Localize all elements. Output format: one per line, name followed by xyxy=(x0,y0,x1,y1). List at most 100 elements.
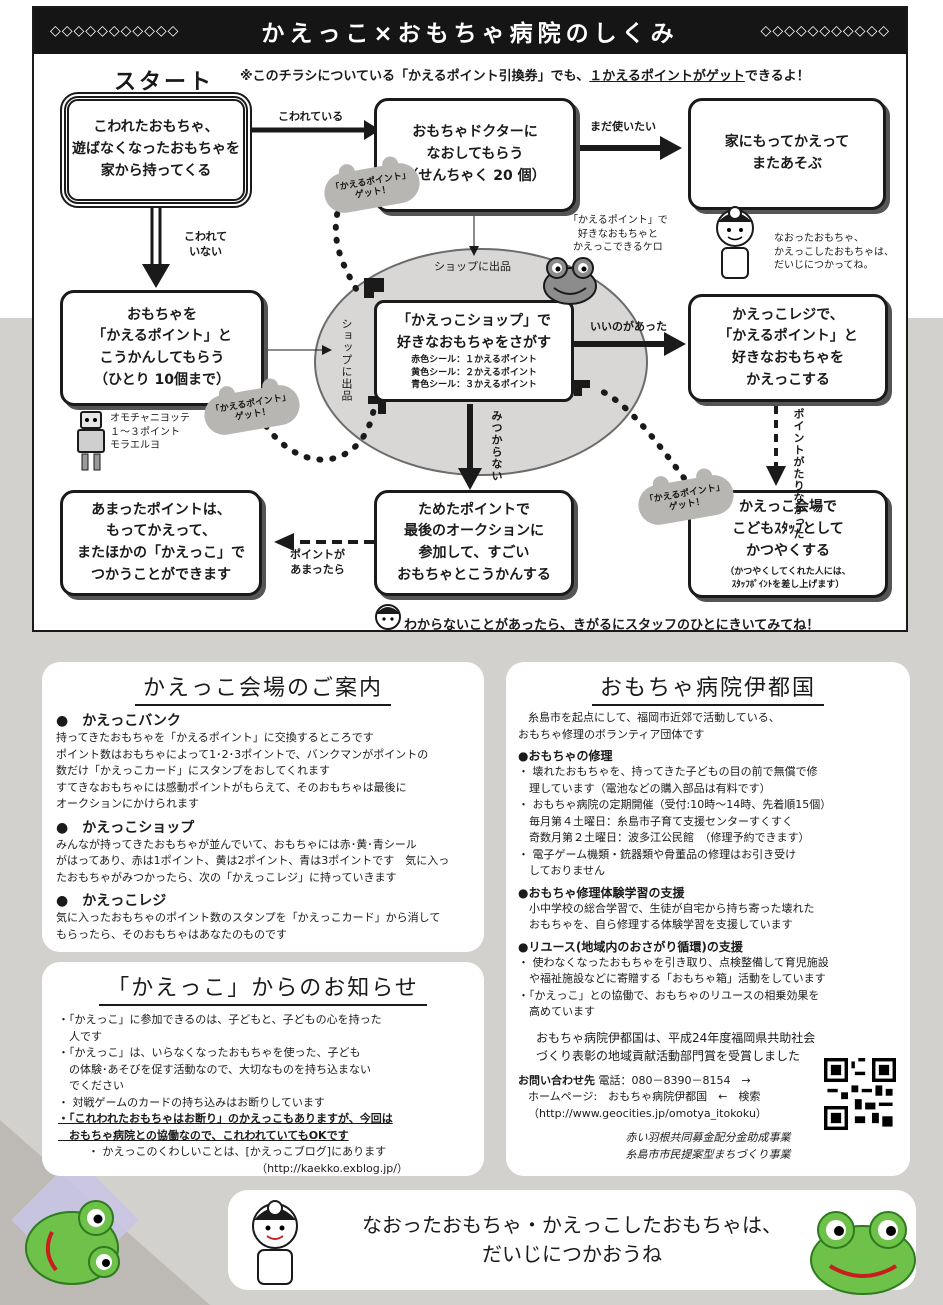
notice-text: ※このチラシについている「かえるポイント引換券」でも、 xyxy=(240,69,590,84)
reuse-line-1: ・ 使わなくなったおもちゃを引き取り、点検整備して育児施設 xyxy=(518,955,829,969)
bank-line-5: オークションにかけられます xyxy=(56,797,199,810)
doctor-note: なおったおもちゃ、 かえっこしたおもちゃは、 だいじにつかってね。 xyxy=(774,232,894,273)
step2-line2: なおしてもらう xyxy=(426,146,524,163)
shop-line-2: がはってあり、赤は1ポイント、黄は2ポイント、青は3ポイントです 気に入っ xyxy=(56,854,450,867)
step8-line3: 参加して、すごい xyxy=(418,545,530,561)
robot-note: オモチャニヨッテ １～３ポイント モラエルヨ xyxy=(110,412,190,453)
label-still-use: まだ使いたい xyxy=(590,120,656,133)
shop-heading: ● かえっこショップ xyxy=(56,819,195,836)
frog-mascot-icon xyxy=(543,257,597,305)
flow-title: かえっこ×おもちゃ病院のしくみ xyxy=(261,21,679,47)
notice-line-1: ・「かえっこ」に参加できるのは、子どもと、子どもの心を持った xyxy=(58,1013,382,1026)
step2-line3: （せんちゃく 20 個） xyxy=(404,167,546,184)
label-leftover: ポイントが あまったら xyxy=(290,548,345,578)
notice-end: できるよ！ xyxy=(744,69,810,84)
flow-header: ◇◇◇◇◇◇◇◇◇◇◇ かえっこ×おもちゃ病院のしくみ ◇◇◇◇◇◇◇◇◇◇◇ xyxy=(34,8,906,54)
header-deco-left: ◇◇◇◇◇◇◇◇◇◇◇ xyxy=(50,23,180,39)
step4-line4: （ひとり 10個まで） xyxy=(94,371,230,388)
flow-step-take-home: 家にもってかえって またあそぶ xyxy=(688,98,886,210)
funding-2: 糸島市市民提案型まちづくり事業 xyxy=(625,1147,791,1161)
arrow-shop-out-down-head xyxy=(469,246,479,256)
step1-line1: こわれたおもちゃ、 xyxy=(93,119,219,136)
notice-line-5: でください xyxy=(58,1079,124,1092)
shop-line-1: みんなが持ってきたおもちゃが並んでいて、おもちゃには赤･黄･青シール xyxy=(56,837,417,851)
label-shop-out: ショップに出品 xyxy=(434,260,511,273)
flow-step-register: かえっこレジで、 「かえるポイント」と 好きなおもちゃを かえっこする xyxy=(688,294,888,402)
contact-homepage: ホームページ: おもちゃ病院伊都国 ← 検索 xyxy=(528,1090,761,1103)
learning-line-2: おもちゃを、自ら修理する体験学習を支援しています xyxy=(518,918,793,931)
step6-line3: 好きなおもちゃを xyxy=(732,350,844,366)
shop-line-3: たおもちゃがみつかったら、次の「かえっこレジ」に持っていきます xyxy=(56,870,397,884)
register-line-2: もらったら、そのおもちゃはあなたのものです xyxy=(56,927,287,941)
notice-line-4: の体験･あそびを促す活動なので、大切なものを持ち込まない xyxy=(58,1062,372,1076)
register-heading: ● かえっこレジ xyxy=(56,893,167,909)
banner-line-1: なおったおもちゃ・かえっこしたおもちゃは、 xyxy=(362,1213,782,1237)
corner-arrow-top xyxy=(364,278,384,298)
step3-line1: 家にもってかえって xyxy=(724,134,850,151)
funding-1: 赤い羽根共同募金配分金助成事業 xyxy=(625,1131,791,1144)
contact-tel: 電話：080－8390－8154 → xyxy=(598,1073,751,1087)
step8-line4: おもちゃとこうかんする xyxy=(397,566,551,583)
contact-label: お問い合わせ先 xyxy=(518,1073,595,1087)
bottom-banner: なおったおもちゃ・かえっこしたおもちゃは、 だいじにつかおうね xyxy=(228,1190,916,1290)
repair-line-4: 毎月第４土曜日：糸島市子育て支援センターすくすく xyxy=(518,814,793,828)
step4-line3: こうかんしてもらう xyxy=(99,350,225,366)
flyer-notice: ※このチラシについている「かえるポイント引換券」でも、１かえるポイントがゲットで… xyxy=(240,65,810,84)
bank-line-3: 数だけ「かえっこカード」にスタンプをおしてくれます xyxy=(56,764,331,777)
repair-line-1: ・ 壊れたおもちゃを、持ってきた子どもの目の前で無償で修 xyxy=(518,765,818,778)
award-line-1: おもちゃ病院伊都国は、平成24年度福岡県共助社会 xyxy=(536,1030,816,1045)
step4-line2: 「かえるポイント」と xyxy=(92,328,232,345)
doctor-note-2: かえっこしたおもちゃは、 xyxy=(774,246,894,258)
sticker-blue: 青色シール：３かえるポイント xyxy=(411,379,537,390)
flow-step-shop: 「かえっこショップ」で 好きなおもちゃをさがす 赤色シール：１かえるポイント 黄… xyxy=(374,300,574,402)
robot-note-2: １～３ポイント xyxy=(110,426,180,438)
robot-note-3: モラエルヨ xyxy=(110,440,160,451)
corner-arrow-right xyxy=(574,380,590,396)
header-deco-right: ◇◇◇◇◇◇◇◇◇◇◇ xyxy=(760,23,890,39)
kaekko-notice-card: 「かえっこ」からのお知らせ ・「かえっこ」に参加できるのは、子どもと、子どもの心… xyxy=(42,962,484,1176)
start-label: スタート xyxy=(114,70,215,95)
step9-line3: かつやくする xyxy=(746,542,830,559)
dotted-curve-right xyxy=(591,385,687,481)
step9-line1: かえっこ会場で xyxy=(739,499,837,516)
doctor-note-3: だいじにつかってね。 xyxy=(774,260,874,271)
dotted-curve-bottom xyxy=(263,405,377,463)
notice-blog-url[interactable]: （http://kaekko.exblog.jp/） xyxy=(256,1161,408,1175)
reuse-heading: ●リユース(地域内のおさがり循環)の支援 xyxy=(518,939,743,954)
contact-url[interactable]: （http://www.geocities.jp/omotya_itokoku） xyxy=(528,1106,767,1120)
venue-title: かえっこ会場のご案内 xyxy=(134,670,391,706)
award-line-2: づくり表彰の地域貢献活動部門賞を受賞しました xyxy=(536,1048,801,1063)
repair-heading: ●おもちゃの修理 xyxy=(518,749,613,763)
step6-line2: 「かえるポイント」と xyxy=(718,328,858,345)
reuse-line-4: 高めています xyxy=(518,1005,595,1018)
help-message: わからないことがあったら、きがるにスタッフのひとにきいてみてね！ xyxy=(404,618,820,633)
notice-blog: ・ かえっこのくわしいことは、[かえっこブログ]にあります xyxy=(88,1145,387,1158)
qr-code-icon[interactable] xyxy=(824,1058,896,1130)
robot-mascot-icon xyxy=(77,411,105,471)
sticker-red: 赤色シール：１かえるポイント xyxy=(411,355,537,366)
kero-note-2: 好きなおもちゃと xyxy=(577,228,658,240)
kero-note-1: 「かえるポイント」で xyxy=(568,215,668,226)
step9-note2: ｽﾀｯﾌﾎﾟｲﾝﾄを差し上げます） xyxy=(731,579,845,590)
hospital-intro-2: おもちゃ修理のボランティア団体です xyxy=(518,727,705,741)
step6-line1: かえっこレジで、 xyxy=(732,306,844,323)
arrow-leftover-head xyxy=(274,533,294,551)
label-found: いいのがあった xyxy=(590,320,667,333)
arrow-not-enough-head xyxy=(766,466,786,486)
step9-line2: こどもｽﾀｯﾌとして xyxy=(732,521,844,538)
label-leftover-2: あまったら xyxy=(290,562,345,576)
notice-line-3: ・「かえっこ」は、いらなくなったおもちゃを使った、子ども xyxy=(58,1046,361,1059)
arrow-found-head xyxy=(664,332,686,356)
learning-heading: ●おもちゃ修理体験学習の支援 xyxy=(518,885,685,900)
doctor-note-1: なおったおもちゃ、 xyxy=(774,233,864,244)
contact-line: お問い合わせ先 電話：080－8390－8154 → xyxy=(518,1073,898,1090)
bank-heading: ● かえっこバンク xyxy=(56,713,181,729)
arrow-not-found-head xyxy=(458,468,482,490)
step7-line2: もってかえって、 xyxy=(106,523,216,540)
step5-line2: 好きなおもちゃをさがす xyxy=(397,334,551,351)
step6-line4: かえっこする xyxy=(746,371,830,388)
repair-line-3: ・ おもちゃ病院の定期開催（受付:10時～14時、先着順15個） xyxy=(518,798,832,811)
reuse-line-3: ・「かえっこ」との協働で、おもちゃのリユースの相乗効果を xyxy=(518,988,820,1002)
notice-bold-2: おもちゃ病院との協働なので、これわれていてもOKです xyxy=(58,1128,349,1142)
sticker-yellow: 黄色シール：２かえるポイント xyxy=(411,367,537,378)
